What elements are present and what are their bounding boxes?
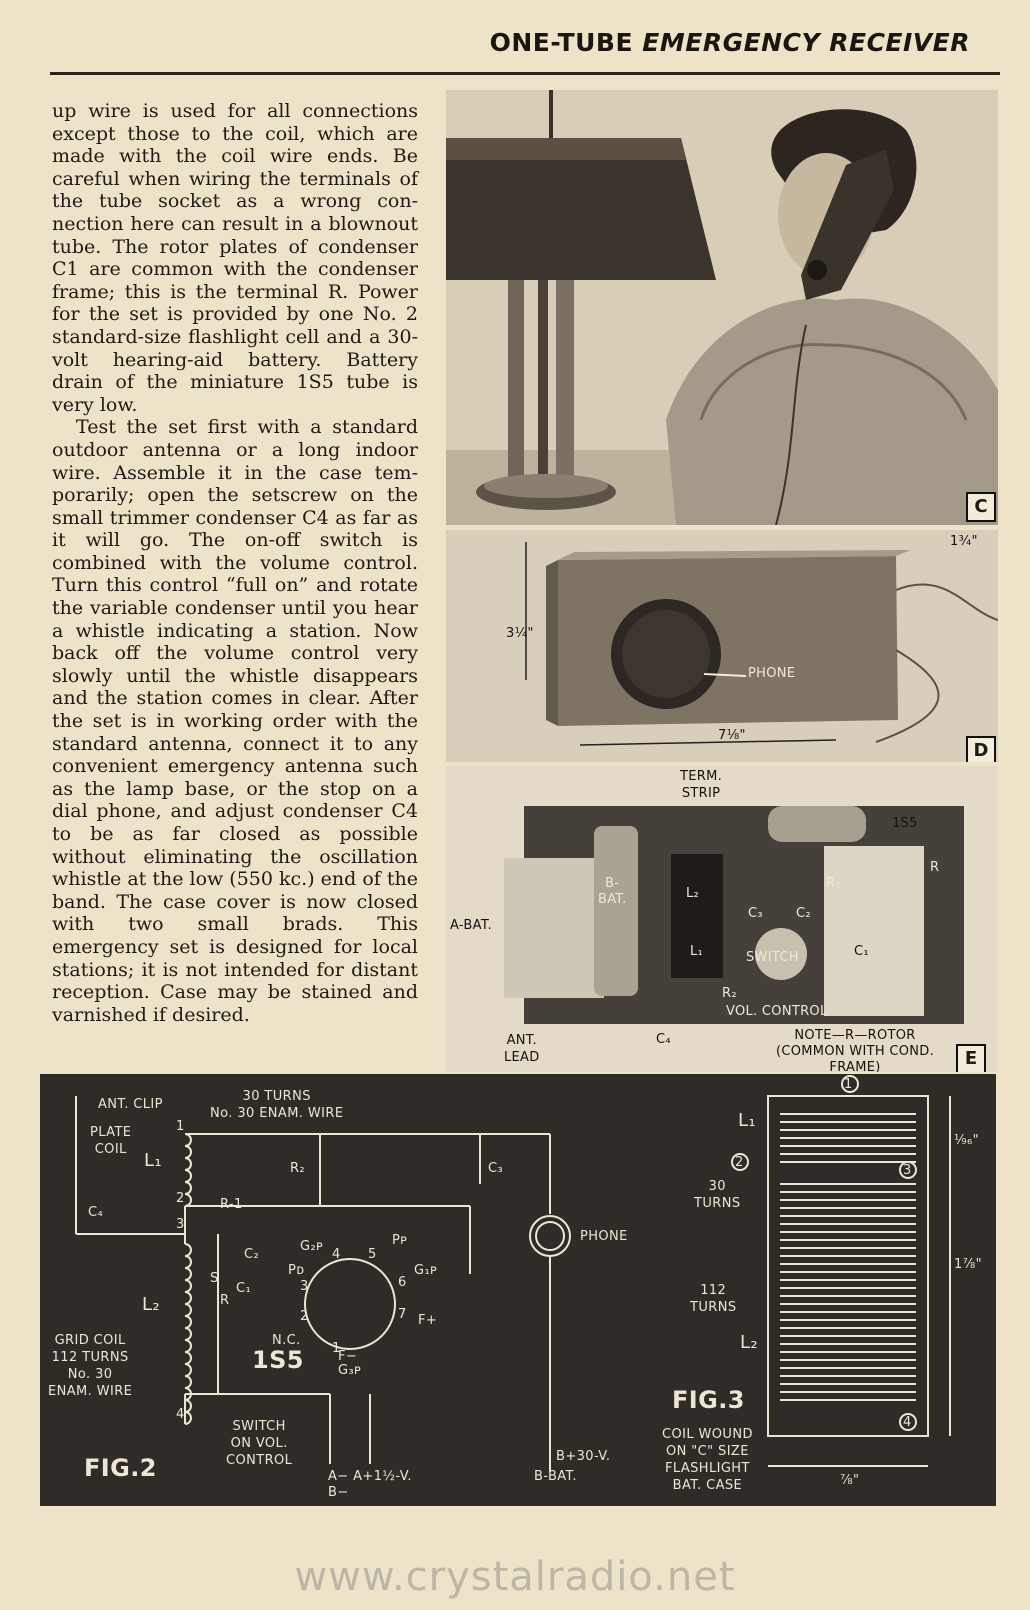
f-plus-label: F+	[418, 1313, 438, 1328]
switch-note: SWITCH ON VOL. CONTROL	[226, 1419, 293, 1468]
photo-d-illustration	[446, 530, 998, 762]
turns-30-label: 30 TURNS No. 30 ENAM. WIRE	[210, 1089, 344, 1121]
height-dimension: 3¼"	[506, 626, 534, 641]
c4-label: C₄	[88, 1205, 104, 1220]
b-bat-label: B- BAT.	[598, 876, 627, 907]
phone-label: PHONE	[748, 666, 796, 681]
depth-dimension: 1¾"	[950, 534, 978, 549]
c2-label: C₂	[796, 906, 811, 921]
b-bat-label: B-BAT.	[534, 1469, 577, 1484]
grid-coil-label: GRID COIL 112 TURNS No. 30 ENAM. WIRE	[48, 1333, 133, 1399]
c2-label: C₂	[244, 1247, 260, 1262]
photo-e-illustration	[446, 766, 998, 1072]
pp-label: Pᴘ	[392, 1233, 408, 1248]
l1-label: L₁	[144, 1150, 163, 1171]
term-strip-label: TERM. STRIP	[680, 769, 723, 801]
c3-label: C₃	[488, 1161, 504, 1176]
n3-label: 3	[176, 1217, 185, 1232]
photo-c-label: C	[966, 492, 996, 522]
tube-1s5-label: 1S5	[892, 816, 918, 831]
switch-label: SWITCH	[746, 950, 799, 965]
nc-label: N.C.	[272, 1333, 301, 1348]
c4-label: C₄	[656, 1032, 671, 1047]
r-rotor-label: R	[930, 860, 940, 875]
article-body: up wire is used for all connections exce…	[52, 100, 418, 1026]
r1-label: R₁	[826, 876, 841, 891]
l2-label: L₂	[142, 1294, 161, 1315]
fig3-turns30-label: 30 TURNS	[694, 1179, 741, 1211]
header-rule	[50, 72, 1000, 75]
c3-label: C₃	[748, 906, 763, 921]
r-label: R	[220, 1293, 230, 1308]
photo-c-illustration	[446, 90, 998, 525]
r2-label: R₂	[290, 1161, 306, 1176]
r2-label: R₂	[722, 986, 737, 1001]
photo-e-interior: TERM. STRIP 1S5 R R₁ B- BAT. L₂ C₃ C₂ A-…	[446, 766, 998, 1072]
fig3-turns112-label: 112 TURNS	[690, 1283, 737, 1315]
fig3-n3: 3	[903, 1163, 912, 1178]
photo-d-label: D	[966, 736, 996, 762]
watermark: www.crystalradio.net	[294, 1554, 736, 1600]
n2-label: 2	[176, 1191, 185, 1206]
g1p-label: G₁ᴘ	[414, 1263, 438, 1278]
pin-4: 4	[332, 1247, 341, 1262]
title-part-two: EMERGENCY RECEIVER	[642, 28, 970, 57]
f-minus-label: F−	[338, 1349, 358, 1364]
fig3-n1: 1	[844, 1077, 853, 1092]
l2-label: L₂	[686, 886, 700, 901]
r1-label: R-1	[220, 1197, 243, 1212]
a-battery-label: A− A+1½-V.	[328, 1469, 412, 1484]
fig3-n4: 4	[903, 1415, 912, 1430]
g3p-label: G₃ᴘ	[338, 1363, 362, 1378]
phone-label: PHONE	[580, 1229, 628, 1244]
ant-clip-label: ANT. CLIP	[98, 1097, 163, 1112]
schematic-lines	[75, 1075, 951, 1472]
fig3-l2-label: L₂	[740, 1332, 759, 1353]
ant-lead-label: ANT. LEAD	[504, 1033, 540, 1065]
fig3-caption: COIL WOUND ON "C" SIZE FLASHLIGHT BAT. C…	[662, 1427, 753, 1493]
l1-label: L₁	[690, 944, 704, 959]
paragraph-1: up wire is used for all connections exce…	[52, 100, 418, 416]
photo-e-label: E	[956, 1044, 986, 1072]
page-header: ONE-TUBE EMERGENCY RECEIVER	[50, 22, 1000, 62]
paragraph-2: Test the set first with a standard outdo…	[52, 416, 418, 1026]
pin-2: 2	[300, 1309, 309, 1324]
s-label: S	[210, 1271, 219, 1286]
pin-5: 5	[368, 1247, 377, 1262]
n4-label: 4	[176, 1407, 185, 1422]
rotor-note: NOTE—R—ROTOR (COMMON WITH COND. FRAME)	[776, 1028, 935, 1072]
plate-coil-label: PLATE COIL	[90, 1125, 132, 1157]
photo-d-case: 3¼" 7⅛" 1¾" PHONE D	[446, 530, 998, 762]
b-minus-label: B−	[328, 1485, 349, 1500]
pd-label: Pᴅ	[288, 1263, 305, 1278]
fig3-label: FIG.3	[672, 1386, 745, 1414]
vol-control-label: VOL. CONTROL	[726, 1004, 828, 1019]
c1-label: C₁	[854, 944, 869, 959]
pin-6: 6	[398, 1275, 407, 1290]
n1-label: 1	[176, 1119, 185, 1134]
title-part-one: ONE-TUBE	[489, 28, 634, 57]
fig3-n2: 2	[735, 1155, 744, 1170]
fig3-dim-small: ⅑₆"	[954, 1133, 979, 1148]
pin-1: 1	[332, 1341, 341, 1356]
fig3-l1-label: L₁	[738, 1110, 757, 1131]
fig3-dim-height: 1⅞"	[954, 1257, 983, 1272]
tube-1s5-label: 1S5	[252, 1346, 304, 1374]
running-title: ONE-TUBE EMERGENCY RECEIVER	[490, 28, 970, 57]
fig3-dim-width: ⅞"	[840, 1473, 860, 1488]
photo-c-woman-phone: C	[446, 90, 998, 525]
fig2-label: FIG.2	[84, 1454, 157, 1482]
wiring-diagram-panel: ANT. CLIP 30 TURNS No. 30 ENAM. WIRE PLA…	[40, 1074, 996, 1506]
pin-3: 3	[300, 1279, 309, 1294]
b-plus-label: B+30-V.	[556, 1449, 611, 1464]
pin-7: 7	[398, 1307, 407, 1322]
c1-label: C₁	[236, 1281, 252, 1296]
width-dimension: 7⅛"	[718, 728, 746, 743]
g2p-label: G₂ᴘ	[300, 1239, 324, 1254]
a-bat-label: A-BAT.	[450, 918, 492, 933]
